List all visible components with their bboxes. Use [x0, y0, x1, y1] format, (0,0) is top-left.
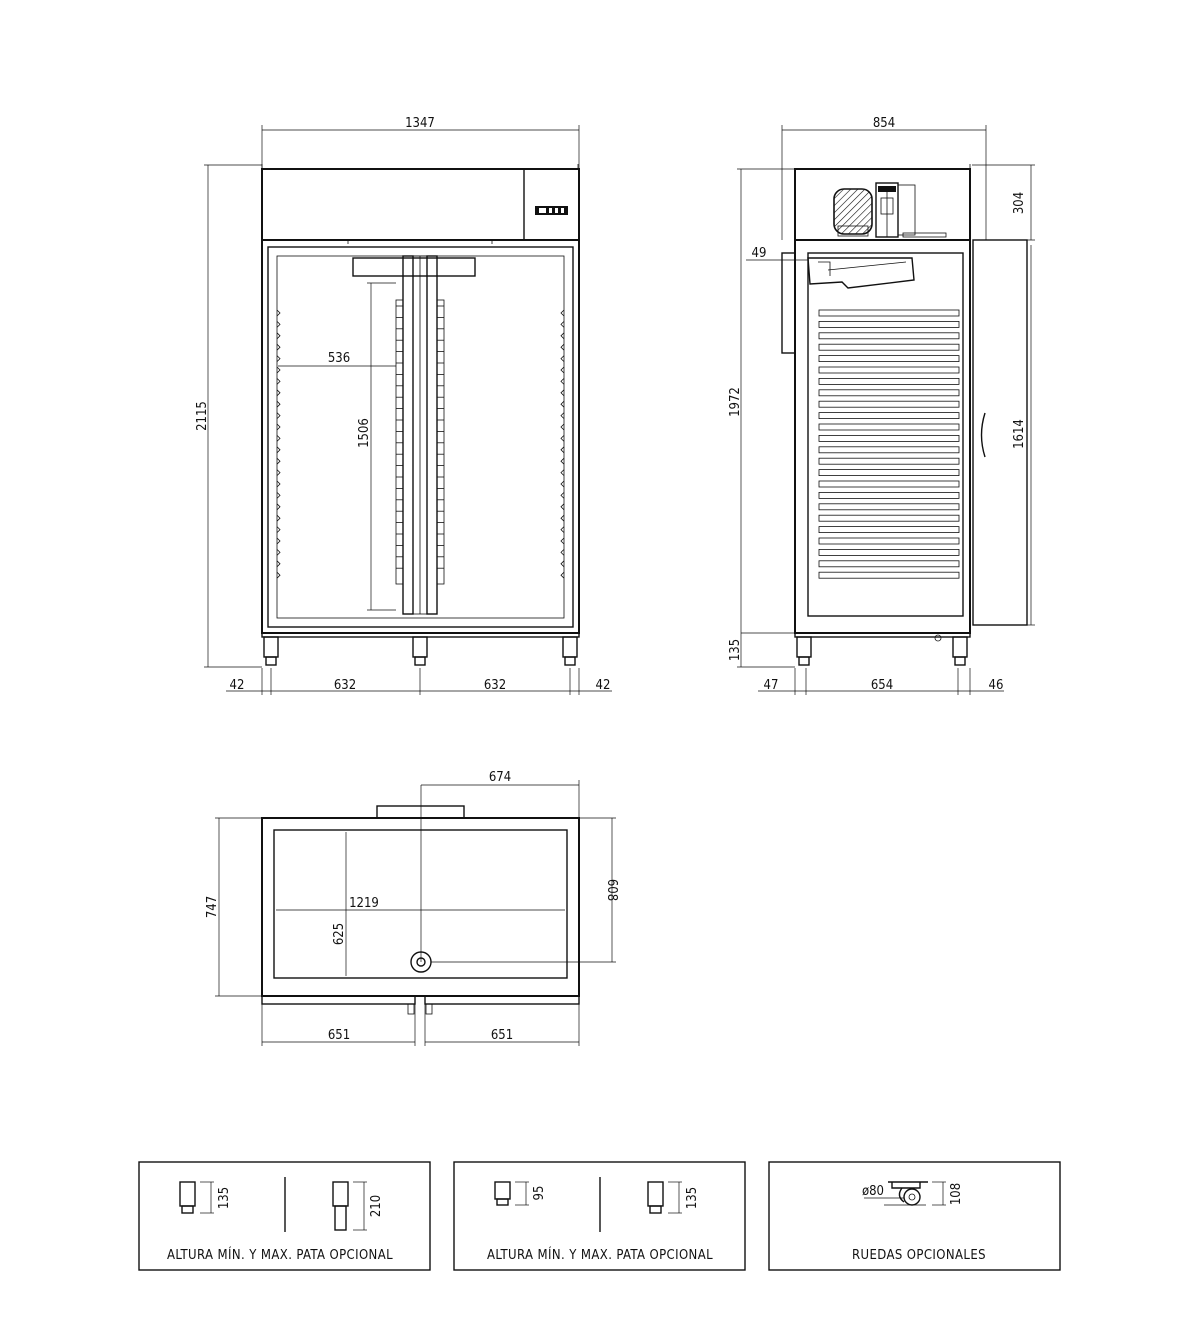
shelf-slat — [818, 480, 960, 488]
dim-front-left-offset: 42 — [230, 678, 245, 693]
shelf-slat — [818, 469, 960, 477]
shelf-slat — [818, 537, 960, 545]
wheel-diameter-value: ø80 — [862, 1184, 884, 1199]
wall-ribs — [276, 309, 565, 579]
dim-side-top-height: 304 — [1012, 192, 1027, 214]
dim-side-left-offset: 47 — [764, 678, 779, 693]
compressor-icon — [833, 188, 873, 237]
side-view: 854 304 49 1972 135 1614 47 654 46 — [728, 116, 1035, 695]
shelf-slat — [818, 514, 960, 522]
shelf-slat — [818, 355, 960, 363]
leg-max-icon — [647, 1181, 682, 1214]
shelf-slat — [818, 309, 960, 317]
leg-min-value: 95 — [532, 1186, 547, 1201]
control-panel-icon — [535, 206, 568, 215]
dim-front-left-span: 632 — [334, 678, 356, 693]
option-box-legs-b: 95 135 ALTURA MÍN. Y MAX. PATA OPCIONAL — [453, 1161, 746, 1271]
dim-plan-door-right: 651 — [491, 1028, 513, 1043]
option-box-legs-a: 135 210 ALTURA MÍN. Y MAX. PATA OPCIONAL — [138, 1161, 431, 1271]
dim-plan-center-offset: 674 — [489, 770, 511, 785]
shelf-slat — [818, 457, 960, 465]
dim-side-door-height: 1614 — [1012, 419, 1027, 449]
option-label: ALTURA MÍN. Y MAX. PATA OPCIONAL — [487, 1247, 713, 1263]
dim-plan-door-left: 651 — [328, 1028, 350, 1043]
shelf-slat — [818, 377, 960, 385]
dim-side-leg-height: 135 — [728, 639, 743, 661]
option-label: RUEDAS OPCIONALES — [852, 1248, 986, 1263]
plan-view: 674 608 747 1219 625 651 651 — [205, 770, 619, 1046]
dim-side-depth: 854 — [873, 116, 895, 131]
dim-front-width: 1347 — [405, 116, 435, 131]
leg-min-icon — [179, 1181, 214, 1214]
dim-front-inner-height: 1506 — [357, 418, 372, 448]
dim-side-body-height: 1972 — [728, 387, 743, 417]
dim-side-base-span: 654 — [871, 678, 893, 693]
shelf-slat — [818, 549, 960, 556]
shelf-slat — [818, 400, 960, 408]
leg-max-value: 135 — [685, 1187, 700, 1209]
shelf-slat — [818, 526, 960, 533]
shelf-slat — [818, 491, 960, 499]
shelf-slat — [818, 446, 960, 454]
leg-max-value: 210 — [369, 1195, 384, 1217]
leg-min-icon — [494, 1181, 529, 1206]
option-label: ALTURA MÍN. Y MAX. PATA OPCIONAL — [167, 1247, 393, 1263]
dim-front-right-span: 632 — [484, 678, 506, 693]
dim-front-right-offset: 42 — [596, 678, 611, 693]
option-box-wheels: ø80 108 RUEDAS OPCIONALES — [768, 1161, 1061, 1271]
dim-plan-side-depth: 608 — [604, 879, 619, 901]
shelf-slat — [818, 366, 960, 374]
side-shelves — [818, 309, 960, 579]
leg-max-icon — [332, 1181, 367, 1231]
shelf-slat — [818, 571, 960, 579]
dim-side-right-offset: 46 — [989, 678, 1004, 693]
front-view: 1347 2115 536 1506 42 632 632 42 — [195, 116, 612, 695]
caster-wheel-icon — [864, 1181, 946, 1206]
dim-plan-depth: 747 — [205, 896, 220, 918]
shelf-slat — [818, 343, 960, 351]
dim-front-height: 2115 — [195, 401, 210, 431]
shelf-slat — [818, 332, 960, 340]
shelf-slat — [818, 434, 960, 442]
leg-min-value: 135 — [217, 1187, 232, 1209]
shelf-slat — [818, 560, 960, 568]
shelf-slat — [818, 320, 960, 328]
shelf-slat — [818, 412, 960, 420]
fan-motor-icon — [875, 182, 947, 238]
rail-ticks — [396, 305, 444, 569]
shelf-slat — [818, 503, 960, 511]
shelf-slat — [818, 423, 960, 431]
shelf-slat — [818, 389, 960, 397]
wheel-height-value: 108 — [949, 1183, 964, 1205]
dim-plan-inner-width: 1219 — [349, 896, 379, 911]
dim-side-overhang: 49 — [752, 246, 767, 261]
front-feet — [263, 636, 578, 666]
side-feet — [796, 634, 968, 666]
dim-plan-inner-depth: 625 — [332, 923, 347, 945]
dim-front-inner-width: 536 — [328, 351, 350, 366]
